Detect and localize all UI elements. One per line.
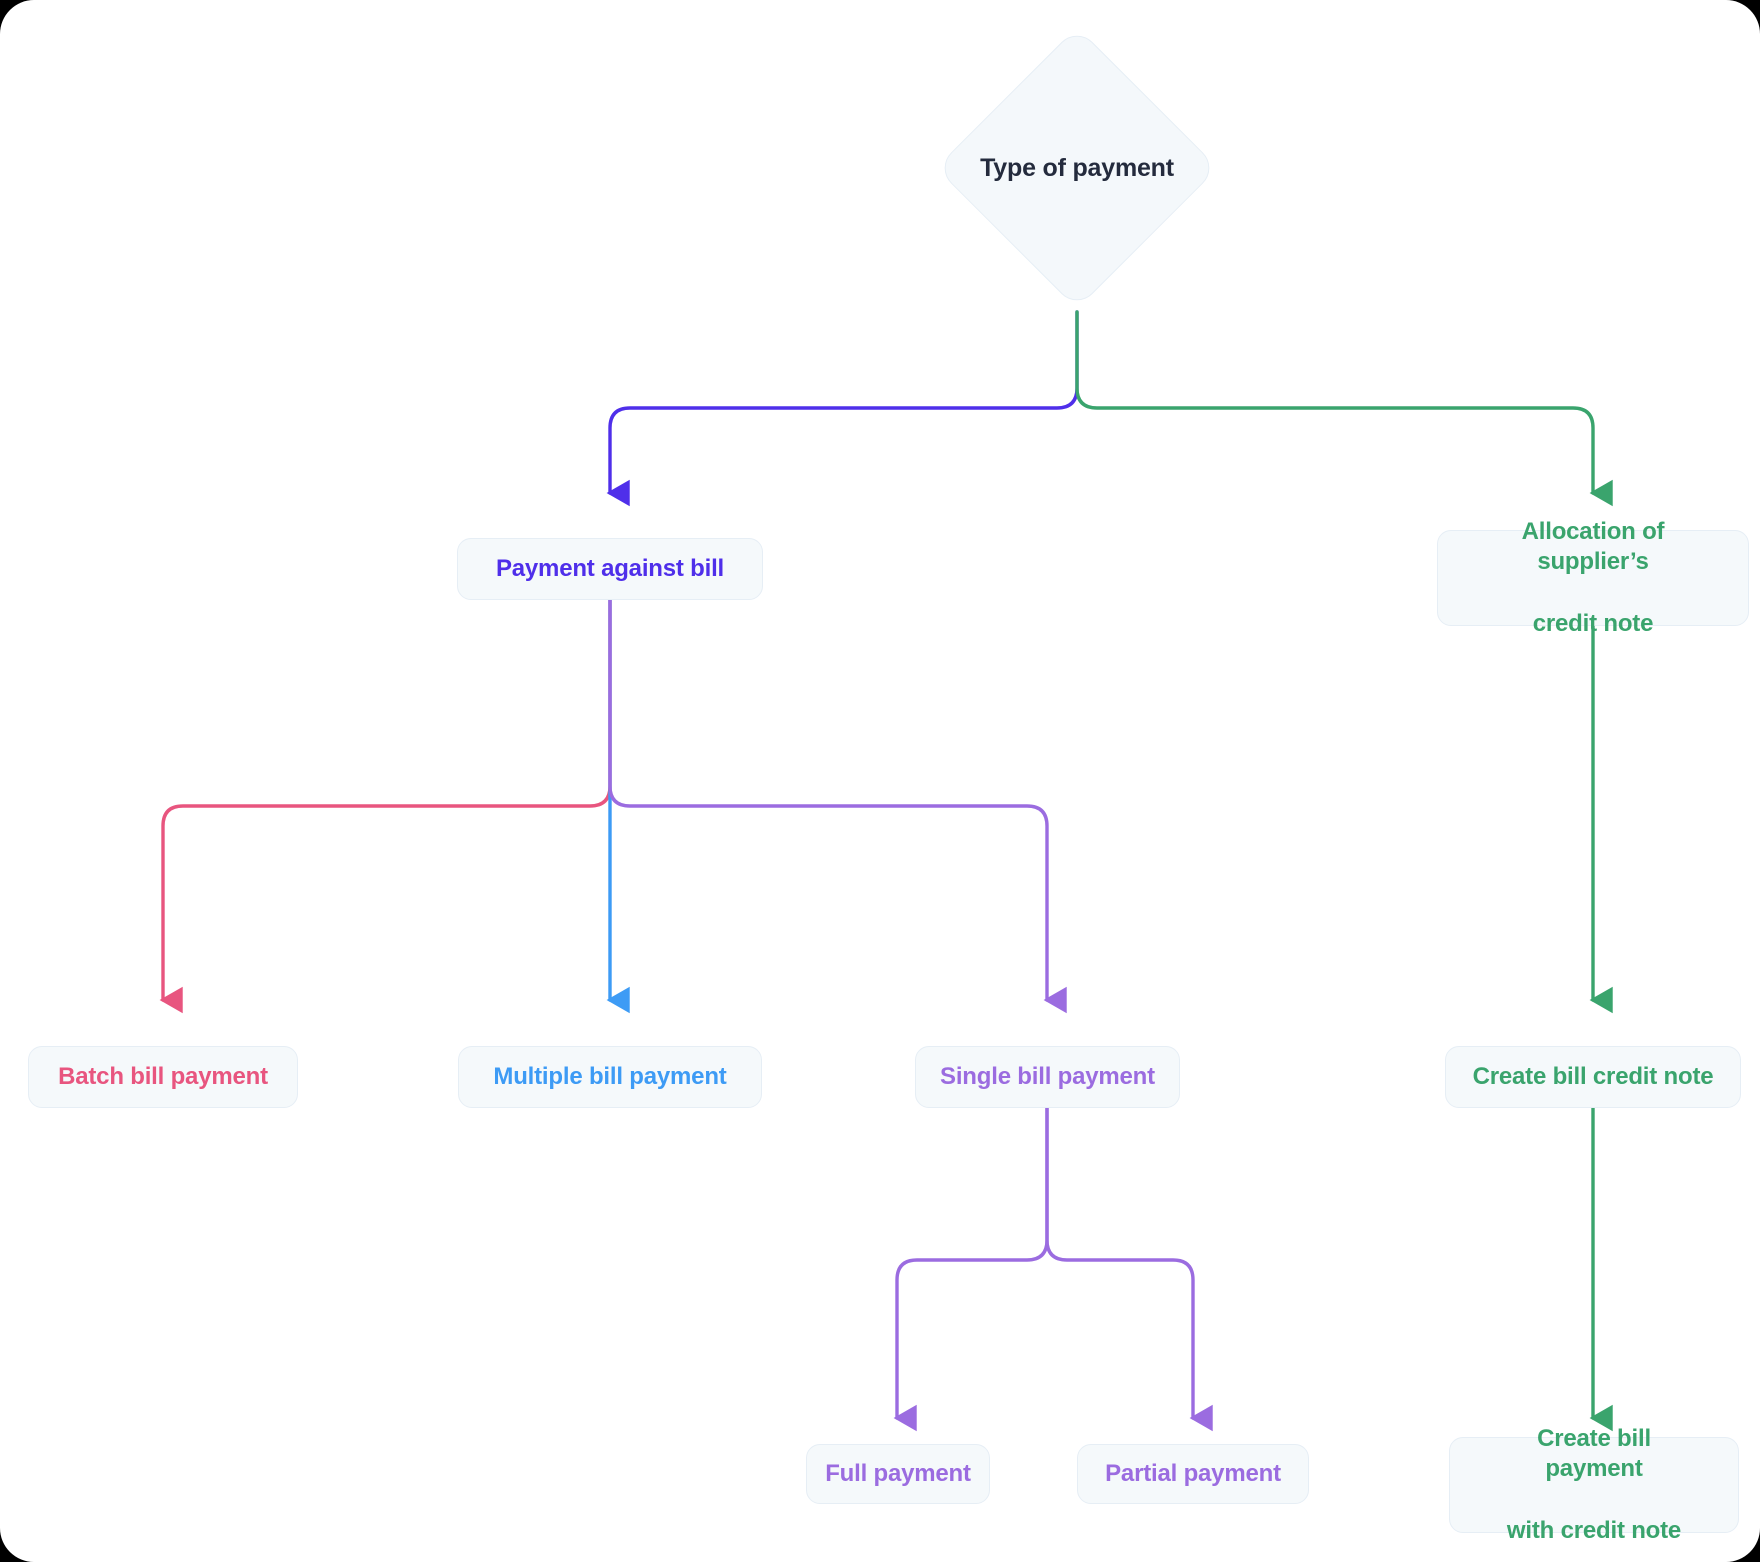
node-create-bill-payment-line2: with credit note (1506, 1516, 1682, 1544)
node-create-bill-credit-note-label: Create bill credit note (1472, 1062, 1714, 1090)
node-create-bill-credit-note[interactable]: Create bill credit note (1445, 1046, 1741, 1108)
edge-payment-against-bill-to-batch (159, 598, 612, 1014)
node-create-bill-payment-with-credit-note[interactable]: Create bill payment with credit note (1449, 1425, 1739, 1544)
node-allocation-credit-note-line2: credit note (1532, 609, 1654, 637)
node-batch-bill-payment[interactable]: Batch bill payment (28, 1046, 298, 1108)
node-multiple-bill-payment-label: Multiple bill payment (493, 1062, 727, 1090)
node-create-bill-payment-with-credit-note-label: Create bill payment with credit note (1450, 1424, 1738, 1547)
node-partial-payment-label: Partial payment (1105, 1459, 1281, 1487)
node-payment-against-bill[interactable]: Payment against bill (457, 538, 763, 600)
node-full-payment[interactable]: Full payment (806, 1444, 990, 1504)
edge-type-to-allocation-credit-note (1075, 310, 1613, 507)
decision-diamond-label: Type of payment (980, 153, 1174, 182)
node-allocation-credit-note-label: Allocation of supplier’s credit note (1438, 517, 1748, 640)
edge-single-to-full-payment (893, 1075, 1049, 1432)
edge-payment-against-bill-to-single (608, 598, 1067, 1014)
node-full-payment-label: Full payment (825, 1459, 971, 1487)
node-allocation-credit-note[interactable]: Allocation of supplier’s credit note (1437, 518, 1749, 637)
node-single-bill-payment[interactable]: Single bill payment (915, 1046, 1180, 1108)
edge-type-to-payment-against-bill (606, 310, 1079, 507)
edge-single-to-partial-payment (1045, 1075, 1213, 1432)
node-create-bill-payment-line1: Create bill payment (1537, 1424, 1651, 1483)
node-single-bill-payment-label: Single bill payment (940, 1062, 1155, 1090)
node-allocation-credit-note-line1: Allocation of supplier’s (1521, 517, 1665, 576)
node-payment-against-bill-label: Payment against bill (495, 554, 725, 582)
node-multiple-bill-payment[interactable]: Multiple bill payment (458, 1046, 762, 1108)
node-partial-payment[interactable]: Partial payment (1077, 1444, 1309, 1504)
node-batch-bill-payment-label: Batch bill payment (58, 1062, 268, 1090)
